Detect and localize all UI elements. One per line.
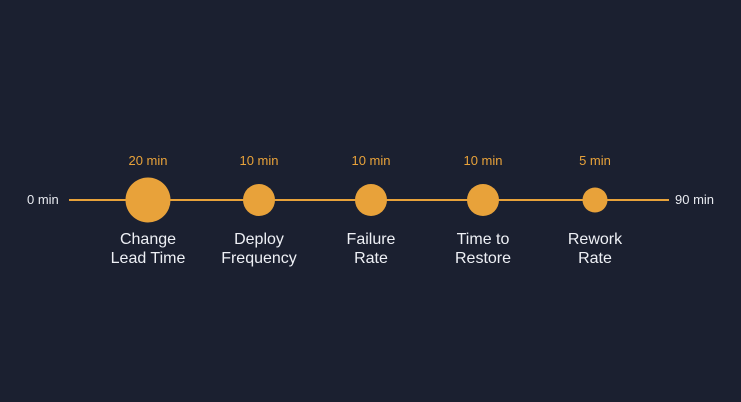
milestone-dot: [582, 187, 608, 213]
milestone-name-line1: Change: [119, 231, 177, 248]
milestone-duration: 10 min: [351, 153, 391, 168]
milestone-name: Change Lead Time: [83, 230, 213, 268]
milestone-name-line2: Rate: [578, 250, 612, 267]
milestone-name: Rework Rate: [530, 230, 660, 268]
milestone-name: Deploy Frequency: [194, 230, 324, 268]
milestone-name-line1: Failure: [346, 231, 396, 248]
milestone-name-line2: Frequency: [221, 250, 297, 267]
milestone-name-line1: Deploy: [234, 231, 284, 248]
milestone-duration: 10 min: [463, 153, 503, 168]
timeline-start-label: 0 min: [27, 192, 59, 207]
milestone-dot: [243, 184, 275, 216]
milestone-name: Failure Rate: [306, 230, 436, 268]
milestone-dot: [467, 184, 499, 216]
milestone-duration: 5 min: [579, 153, 611, 168]
milestone-name: Time to Restore: [418, 230, 548, 268]
timeline-end-label: 90 min: [675, 192, 715, 207]
milestone-name-line2: Rate: [354, 250, 388, 267]
milestone-name-line1: Time to: [456, 231, 510, 248]
milestone-name-line2: Lead Time: [110, 250, 186, 267]
milestone-name-line2: Restore: [454, 250, 512, 267]
milestone-duration: 10 min: [239, 153, 279, 168]
milestone-dot: [355, 184, 387, 216]
milestone-name-line1: Rework: [567, 231, 623, 248]
milestone-duration: 20 min: [128, 153, 168, 168]
milestone-dot: [125, 177, 171, 223]
